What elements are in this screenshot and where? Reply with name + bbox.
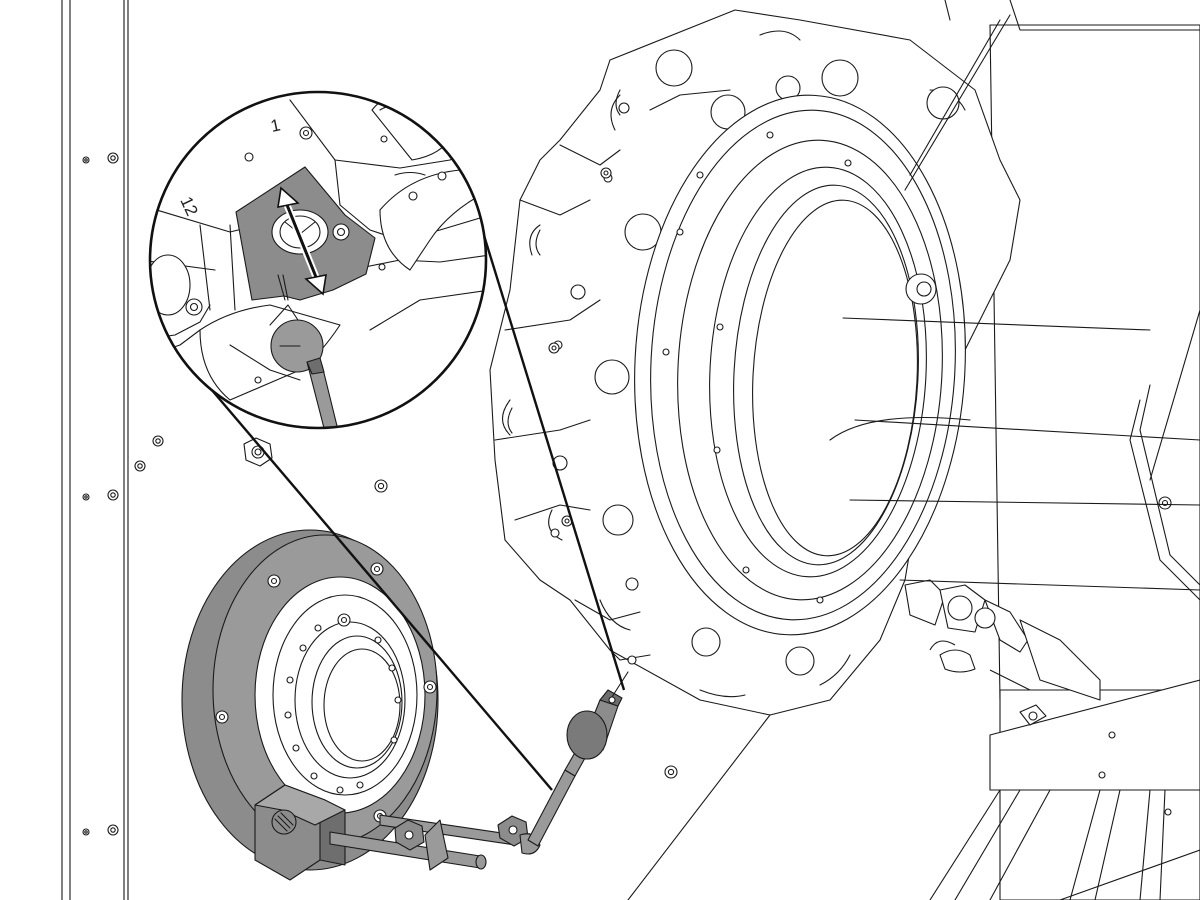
detail-view: 1 12 xyxy=(148,90,488,430)
hex-nut xyxy=(243,437,273,467)
panel-screws xyxy=(82,152,678,836)
screw xyxy=(107,824,119,836)
double-arrow-icon xyxy=(277,186,327,296)
slide-block xyxy=(929,679,1200,900)
screw xyxy=(107,489,119,501)
indicator-arm xyxy=(329,671,629,871)
spindle-bore xyxy=(829,14,1200,591)
chuck xyxy=(181,529,439,871)
screw xyxy=(374,479,388,493)
machine-frame xyxy=(61,0,951,900)
screw xyxy=(82,828,90,836)
screw xyxy=(134,460,146,472)
clamp-knob xyxy=(394,819,425,851)
callout-leaders xyxy=(204,215,626,791)
station-label-1: 1 xyxy=(269,115,282,136)
magnetic-base xyxy=(254,784,346,881)
screw xyxy=(82,156,90,164)
turret xyxy=(489,9,1021,716)
screw xyxy=(152,435,164,447)
screw xyxy=(664,765,678,779)
screw xyxy=(107,152,119,164)
screw xyxy=(82,493,90,501)
coolant-fitting xyxy=(904,579,1101,701)
